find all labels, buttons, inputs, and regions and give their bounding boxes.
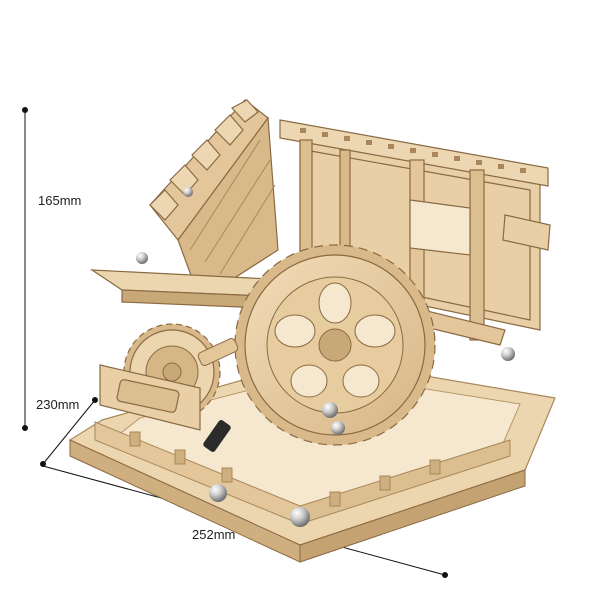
height-line-dot-bottom (22, 425, 28, 431)
height-line-dot-top (22, 107, 28, 113)
width-dimension-label: 252mm (192, 527, 236, 542)
crank-handle (197, 338, 239, 452)
large-gear (234, 244, 436, 446)
height-dimension-label: 165mm (38, 193, 82, 208)
depth-line-dot-top (92, 397, 98, 403)
steel-marbles (136, 187, 515, 527)
width-line-dot-right (442, 572, 448, 578)
depth-line-dot-bottom (40, 461, 46, 467)
depth-dimension-label: 230mm (36, 397, 80, 412)
depth-dimension-line (42, 399, 96, 465)
front-logo-panel (99, 364, 201, 431)
wooden-base-frame (68, 357, 556, 563)
staircase-lift (149, 99, 279, 301)
